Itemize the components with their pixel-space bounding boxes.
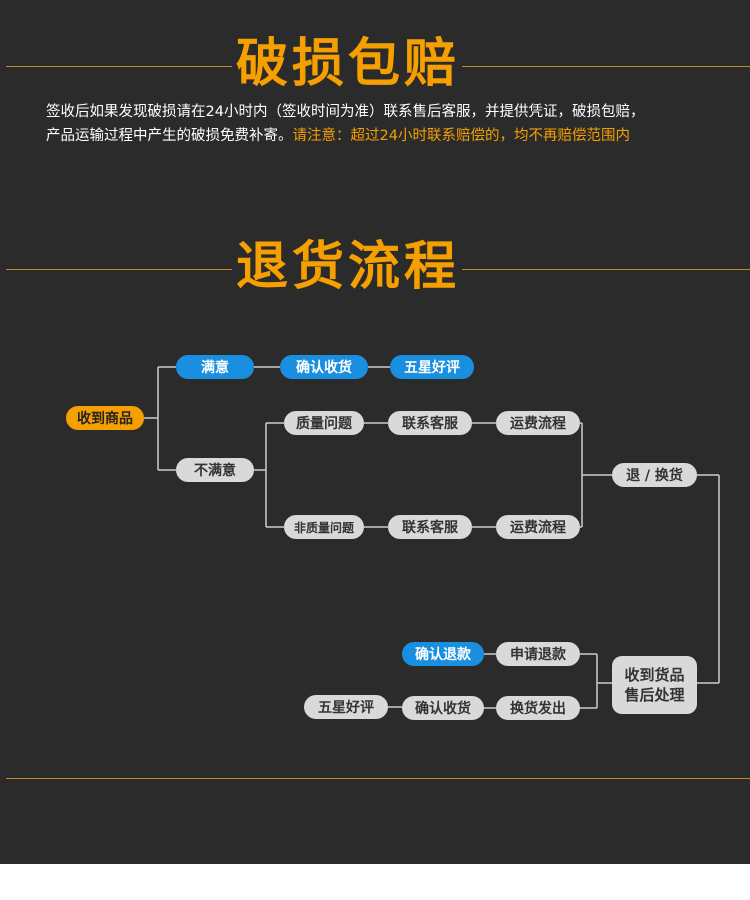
node-confirm-receipt-2: 确认收货 — [402, 696, 484, 720]
node-exchange-ship: 换货发出 — [496, 696, 580, 720]
node-received: 收到商品 — [66, 406, 144, 430]
node-shipping-flow-1: 运费流程 — [496, 411, 580, 435]
divider-line-right — [462, 66, 750, 67]
node-after-sales: 收到货品 售后处理 — [612, 656, 697, 714]
divider-line-left — [6, 269, 232, 270]
node-satisfied: 满意 — [176, 355, 254, 379]
node-shipping-flow-2: 运费流程 — [496, 515, 580, 539]
damage-line-1: 签收后如果发现破损请在24小时内（签收时间为准）联系售后客服，并提供凭证，破损包… — [46, 104, 645, 120]
node-quality-issue: 质量问题 — [284, 411, 364, 435]
node-after-sales-line-2: 售后处理 — [624, 686, 685, 704]
damage-title: 破损包赔 — [236, 34, 461, 94]
bottom-divider — [6, 778, 750, 779]
damage-line-2: 产品运输过程中产生的破损免费补寄。请注意：超过24小时联系赔偿的，均不再赔偿范围… — [46, 124, 736, 148]
flow-connectors — [144, 366, 720, 709]
damage-warning: 请注意：超过24小时联系赔偿的，均不再赔偿范围内 — [292, 128, 630, 144]
node-non-quality-issue: 非质量问题 — [284, 515, 364, 539]
node-confirm-receipt: 确认收货 — [280, 355, 368, 379]
node-contact-cs-1: 联系客服 — [388, 411, 472, 435]
divider-line-right — [462, 269, 750, 270]
node-five-star-2: 五星好评 — [304, 695, 388, 719]
node-return-exchange: 退 / 换货 — [612, 463, 697, 487]
return-policy-page: 破损包赔 签收后如果发现破损请在24小时内（签收时间为准）联系售后客服，并提供凭… — [0, 0, 750, 864]
node-confirm-refund: 确认退款 — [402, 642, 484, 666]
returns-title: 退货流程 — [236, 237, 461, 297]
node-apply-refund: 申请退款 — [496, 642, 580, 666]
node-unsatisfied: 不满意 — [176, 458, 254, 482]
node-five-star: 五星好评 — [390, 355, 474, 379]
divider-line-left — [6, 66, 232, 67]
damage-description: 签收后如果发现破损请在24小时内（签收时间为准）联系售后客服，并提供凭证，破损包… — [46, 100, 736, 148]
node-contact-cs-2: 联系客服 — [388, 515, 472, 539]
damage-line-2-text: 产品运输过程中产生的破损免费补寄。 — [46, 128, 293, 144]
node-after-sales-line-1: 收到货品 — [624, 666, 685, 684]
